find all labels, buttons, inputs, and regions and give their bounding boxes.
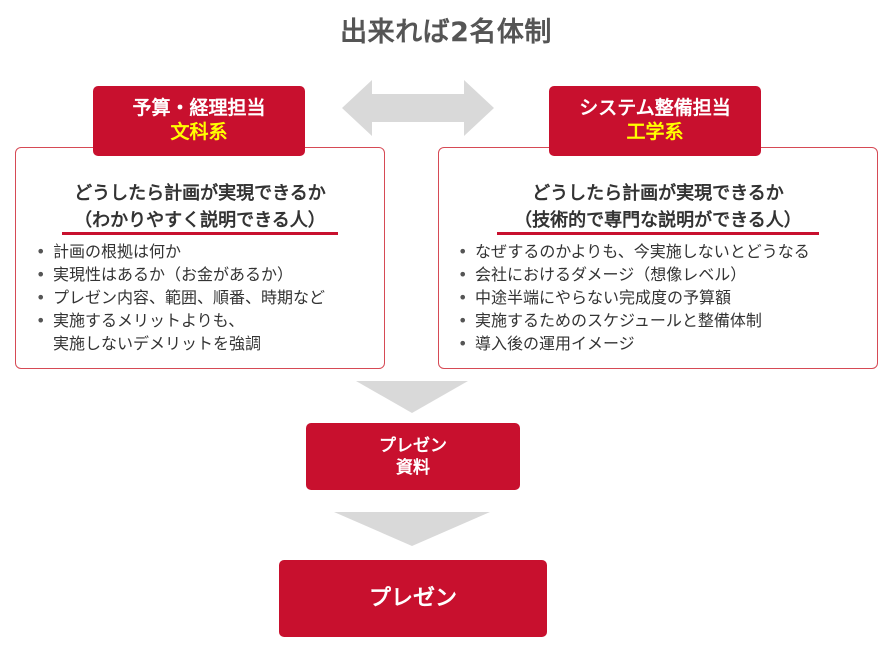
list-item: 実現性はあるか（お金があるか） [36, 263, 381, 286]
list-item: 導入後の運用イメージ [458, 332, 873, 355]
list-item: 会社におけるダメージ（想像レベル） [458, 263, 873, 286]
system-role-heading: どうしたら計画が実現できるか （技術的で専門な説明ができる人） [438, 180, 878, 234]
materials-line1: プレゼン [379, 436, 447, 456]
list-item: 計画の根拠は何か [36, 240, 381, 263]
finance-role-heading: どうしたら計画が実現できるか （わかりやすく説明できる人） [15, 180, 385, 234]
system-role-tag: システム整備担当 工学系 [549, 86, 761, 156]
down-chevron-arrow-icon [356, 381, 468, 413]
finance-role-name: 予算・経理担当 [132, 97, 266, 119]
down-chevron-arrow-icon [334, 512, 490, 546]
system-role-bullets: なぜするのかよりも、今実施しないとどうなる 会社におけるダメージ（想像レベル） … [458, 240, 873, 355]
list-item: プレゼン内容、範囲、順番、時期など [36, 286, 381, 309]
list-item: なぜするのかよりも、今実施しないとどうなる [458, 240, 873, 263]
finance-role-field: 文科系 [170, 121, 228, 143]
list-item: 実施するメリットよりも、 [36, 309, 381, 332]
page-title: 出来れば2名体制 [340, 17, 552, 48]
presentation-materials-box: プレゼン 資料 [306, 423, 520, 490]
system-heading-line1: どうしたら計画が実現できるか [532, 183, 784, 204]
materials-line2: 資料 [396, 458, 430, 478]
system-heading-underline [497, 232, 819, 235]
finance-heading-underline [62, 232, 338, 235]
double-arrow-icon [342, 80, 494, 136]
finance-role-bullets: 計画の根拠は何か 実現性はあるか（お金があるか） プレゼン内容、範囲、順番、時期… [36, 240, 381, 355]
list-item: 実施するためのスケジュールと整備体制 [458, 309, 873, 332]
list-item: 中途半端にやらない完成度の予算額 [458, 286, 873, 309]
finance-heading-line2: （わかりやすく説明できる人） [74, 210, 326, 231]
system-role-field: 工学系 [626, 121, 684, 143]
finance-role-tag: 予算・経理担当 文科系 [93, 86, 305, 156]
system-heading-line2: （技術的で専門な説明ができる人） [514, 210, 802, 231]
finance-heading-line1: どうしたら計画が実現できるか [74, 183, 326, 204]
system-role-name: システム整備担当 [579, 97, 731, 119]
presentation-box: プレゼン [279, 560, 547, 637]
list-item-continuation: 実施しないデメリットを強調 [53, 334, 262, 353]
